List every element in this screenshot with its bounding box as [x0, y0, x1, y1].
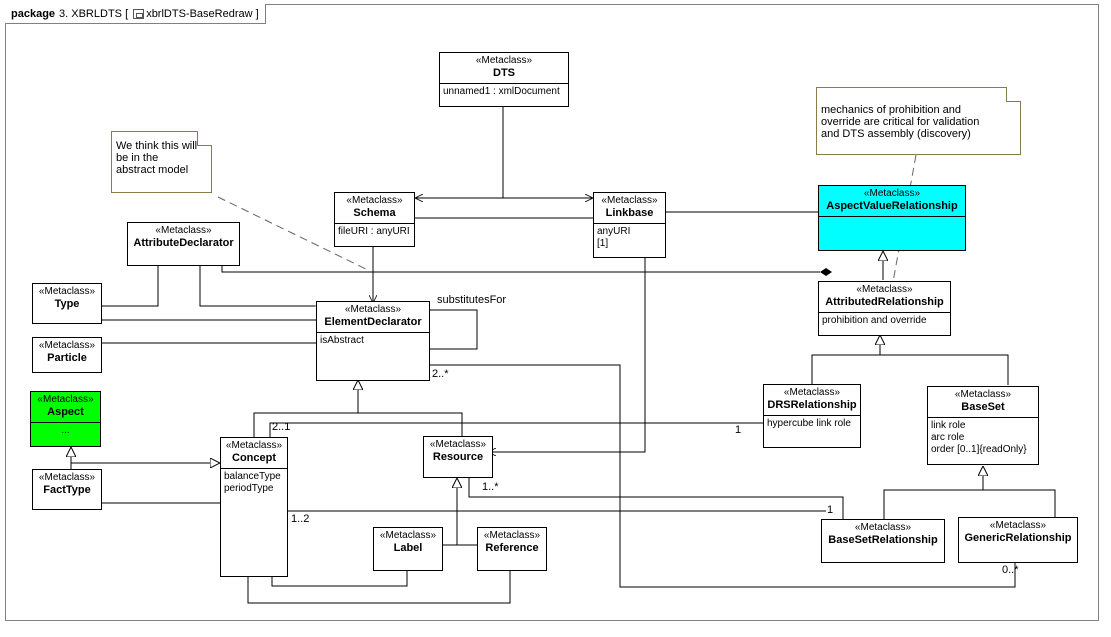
substitutes-for-loop	[430, 309, 478, 350]
class-attribute: anyURI	[597, 226, 631, 237]
bracket-close: ]	[255, 8, 259, 20]
concept-drs-assoc	[269, 422, 763, 437]
class-name: Concept	[232, 452, 276, 464]
package-name: 3. XBRLDTS	[59, 8, 122, 20]
note-fold-icon	[197, 131, 212, 146]
attrdecl-attrrel-assoc	[221, 266, 832, 276]
class-name: DTS	[493, 67, 515, 79]
class-name: FactType	[43, 484, 91, 496]
multiplicity-1-bsr: 1	[827, 504, 834, 516]
concept-reference-assoc	[247, 570, 511, 604]
class-attribute: balanceType	[224, 471, 281, 482]
attrdecl-type-assoc	[101, 264, 159, 307]
note-prohibition-anchor	[892, 154, 917, 283]
baseset-subclass-generalization	[883, 489, 1056, 520]
multiplicity-2-1: 2..1	[272, 421, 291, 433]
class-name: ElementDeclarator	[324, 316, 422, 328]
multiplicity-1-star: 1..*	[482, 481, 499, 493]
class-linkbase[interactable]: «Metaclass»Linkbase anyURI [1]	[593, 192, 666, 258]
class-attribute: [1]	[597, 238, 609, 249]
class-name: Resource	[432, 451, 484, 463]
class-attribute: ...	[61, 425, 70, 436]
class-attribute: isAbstract	[320, 335, 364, 346]
class-type[interactable]: «Metaclass»Type	[32, 283, 102, 324]
package-frame	[5, 4, 1099, 621]
class-attribute: arc role	[931, 432, 965, 443]
class-attribute-declarator[interactable]: «Metaclass»AttributeDeclarator	[127, 222, 240, 266]
class-element-declarator[interactable]: «Metaclass»ElementDeclarator isAbstract	[316, 301, 430, 381]
class-fact-type[interactable]: «Metaclass»FactType	[32, 469, 102, 510]
class-reference[interactable]: «Metaclass»Reference	[477, 527, 547, 571]
class-attribute: periodType	[224, 483, 274, 494]
note-prohibition: mechanics of prohibition and override ar…	[816, 87, 1021, 155]
note-fold-icon	[1006, 87, 1021, 102]
linkbase-resource-composition	[488, 257, 645, 452]
class-attribute: unnamed1 : xmlDocument	[443, 86, 560, 97]
class-name: Linkbase	[605, 207, 654, 219]
diagram-name[interactable]: xbrlDTS-BaseRedraw	[146, 8, 253, 20]
drs-attrrel-generalization	[811, 354, 1009, 385]
class-resource[interactable]: «Metaclass»Resource	[423, 436, 493, 478]
label-substitutes-for: substitutesFor	[437, 294, 507, 306]
class-label[interactable]: «Metaclass»Label	[373, 527, 443, 571]
class-name: AttributeDeclarator	[133, 237, 234, 249]
class-attributed-relationship[interactable]: «Metaclass»AttributedRelationship prohib…	[818, 281, 951, 336]
multiplicity-2-star: 2..*	[432, 368, 449, 380]
class-name: AspectValueRelationship	[826, 200, 958, 212]
class-name: BaseSet	[961, 401, 1005, 413]
multiplicity-1-drs: 1	[735, 424, 742, 436]
bracket-open: [	[125, 8, 129, 20]
element-generic-assoc	[430, 364, 1016, 588]
concept-label-assoc	[271, 570, 408, 587]
class-aspect[interactable]: «Metaclass»Aspect ...	[30, 391, 101, 447]
package-keyword: package	[11, 8, 56, 20]
resource-bsr-assoc	[468, 478, 844, 520]
class-name: Particle	[47, 352, 87, 364]
class-name: Reference	[485, 542, 539, 554]
class-name: Label	[393, 542, 423, 554]
note-abstract-model: We think this will be in the abstract mo…	[111, 131, 212, 193]
note-abstract-anchor	[217, 196, 369, 271]
class-attribute: fileURI : anyURI	[338, 226, 410, 237]
attrdecl-element-composition	[199, 264, 327, 310]
class-generic-relationship[interactable]: «Metaclass»GenericRelationship	[958, 517, 1078, 563]
class-name: Aspect	[47, 406, 84, 418]
class-aspect-value-relationship[interactable]: «Metaclass»AspectValueRelationship	[818, 185, 966, 251]
class-attribute: order [0..1]{readOnly}	[931, 444, 1027, 455]
class-name: GenericRelationship	[964, 532, 1072, 544]
multiplicity-0-star: 0..*	[1002, 564, 1019, 576]
class-particle[interactable]: «Metaclass»Particle	[32, 337, 102, 373]
class-attribute: link role	[931, 420, 966, 431]
class-schema[interactable]: «Metaclass»Schema fileURI : anyURI	[334, 192, 415, 247]
class-attribute: hypercube link role	[767, 418, 851, 429]
class-attribute: prohibition and override	[822, 315, 927, 326]
class-name: Type	[54, 298, 80, 310]
class-dts[interactable]: «Metaclass»DTS unnamed1 : xmlDocument	[439, 52, 569, 107]
class-name: Schema	[353, 207, 396, 219]
class-diagram-icon	[133, 9, 145, 19]
class-drs-relationship[interactable]: «Metaclass»DRSRelationship hypercube lin…	[763, 384, 861, 448]
class-name: BaseSetRelationship	[828, 534, 938, 546]
multiplicity-1-2: 1..2	[291, 513, 310, 525]
class-name: AttributedRelationship	[825, 296, 944, 308]
class-name: DRSRelationship	[767, 399, 857, 411]
class-base-set-relationship[interactable]: «Metaclass»BaseSetRelationship	[821, 519, 945, 563]
